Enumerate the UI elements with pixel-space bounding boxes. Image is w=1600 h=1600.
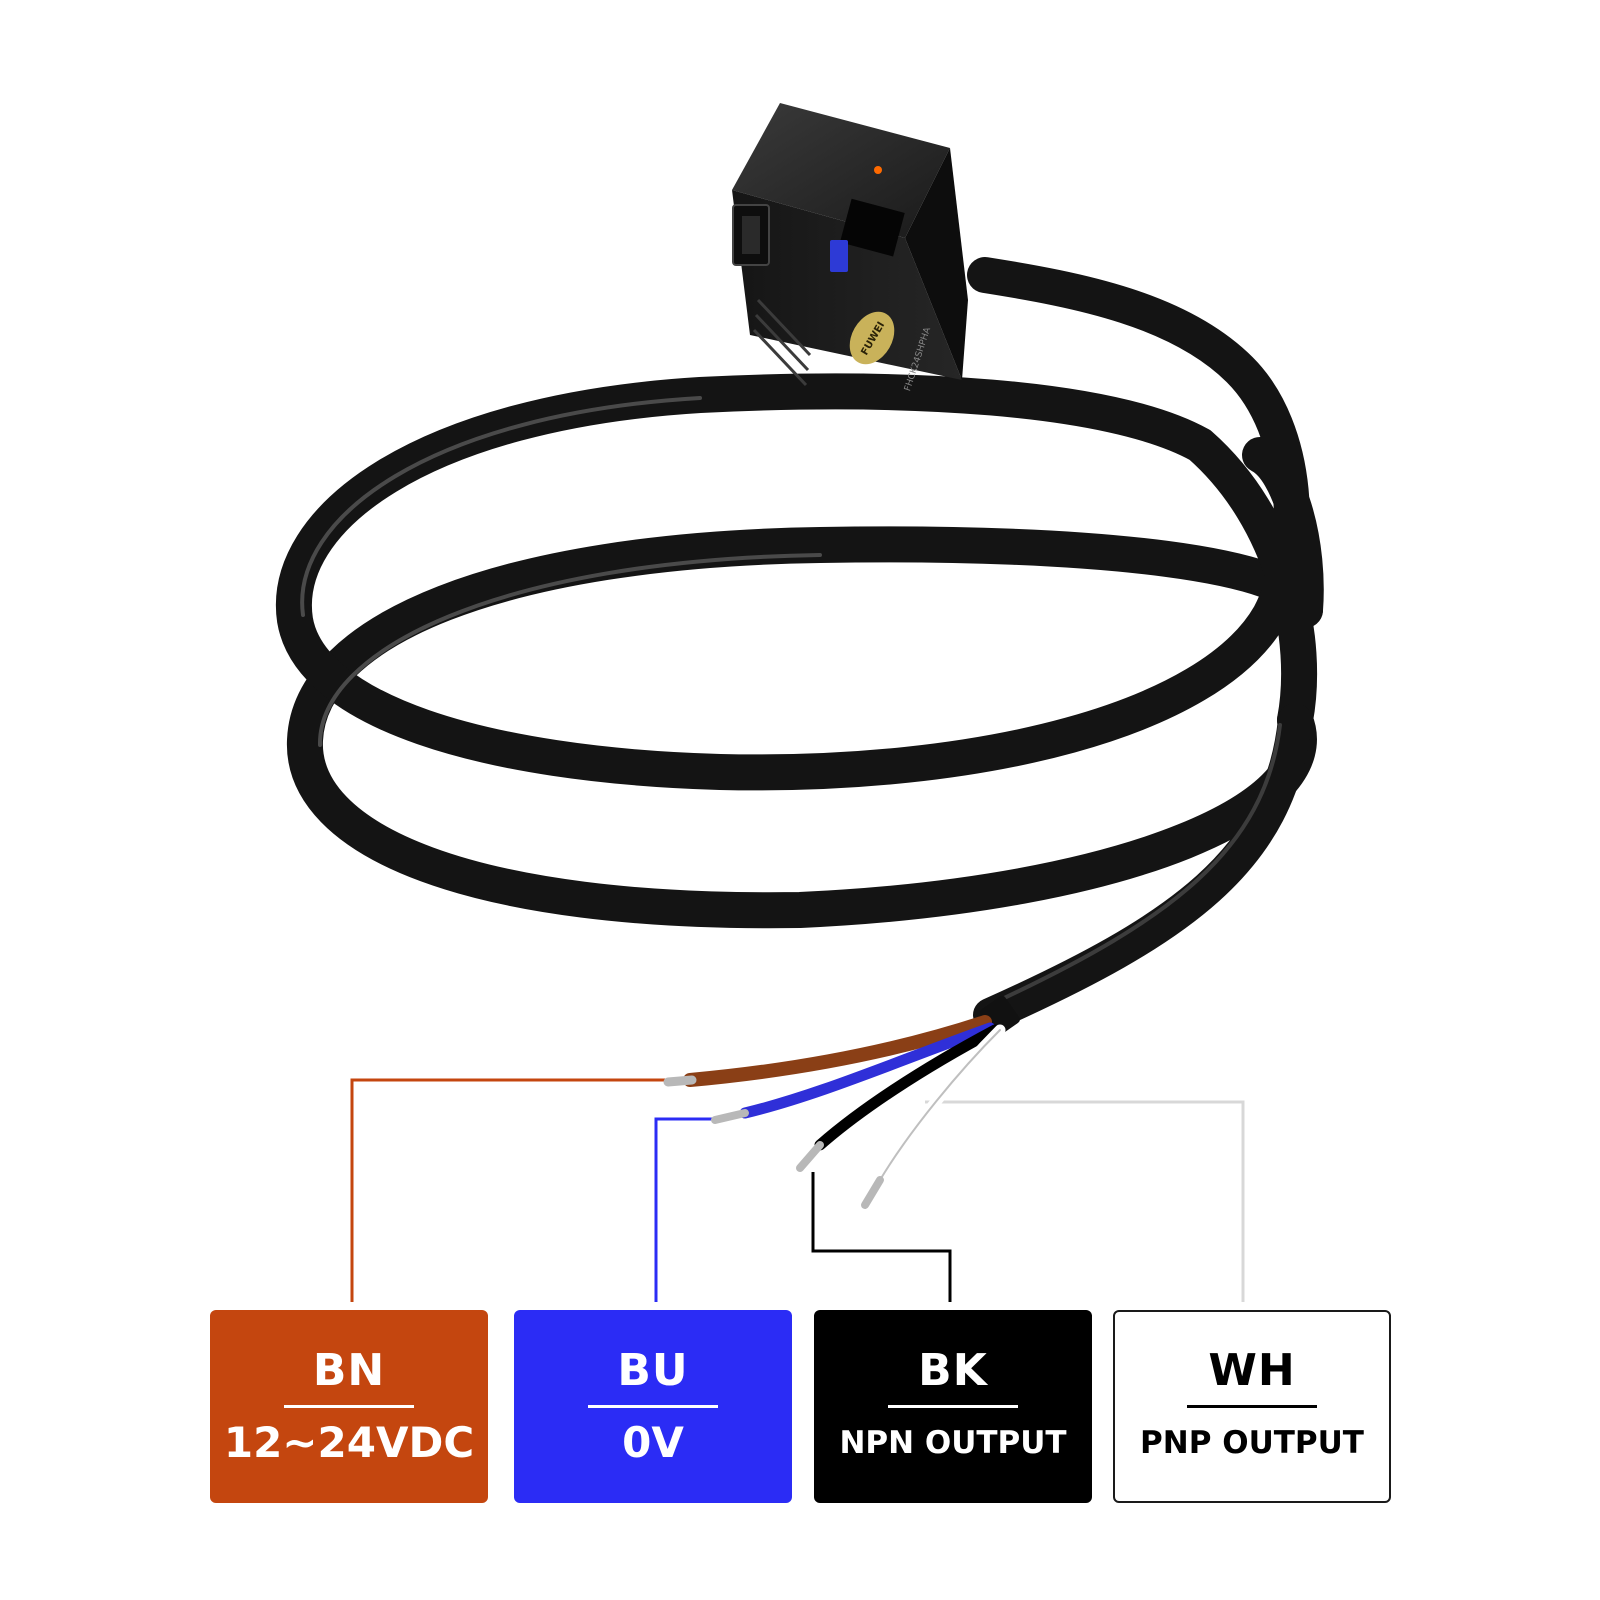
wire-brown bbox=[683, 1015, 992, 1087]
wire-code-bk: BK bbox=[918, 1345, 988, 1396]
wire-tip-brown bbox=[663, 1075, 697, 1087]
cable-tail bbox=[973, 703, 1312, 1032]
label-divider bbox=[1187, 1405, 1317, 1408]
wire-description-bu: 0V bbox=[622, 1418, 684, 1467]
wire-code-bu: BU bbox=[617, 1345, 689, 1396]
leader-line-wh bbox=[925, 1100, 1245, 1302]
leader-line-bn bbox=[350, 1078, 665, 1302]
label-divider bbox=[588, 1405, 718, 1408]
conductors bbox=[683, 1015, 1006, 1186]
leader-line-bu bbox=[654, 1117, 712, 1302]
label-box-bk: BK NPN OUTPUT bbox=[814, 1310, 1092, 1503]
wire-description-bk: NPN OUTPUT bbox=[839, 1425, 1067, 1461]
wire-tip-blue bbox=[711, 1109, 749, 1124]
brand-tag bbox=[830, 240, 848, 272]
wire-blue bbox=[739, 1022, 996, 1119]
cable-coil-lower bbox=[286, 526, 1323, 929]
wire-code-bn: BN bbox=[312, 1345, 386, 1396]
leader-lines bbox=[350, 1078, 1245, 1302]
wire-tip-black bbox=[796, 1141, 824, 1172]
label-box-bn: BN 12~24VDC bbox=[210, 1310, 488, 1503]
wire-description-bn: 12~24VDC bbox=[223, 1418, 475, 1467]
wire-code-wh: WH bbox=[1208, 1345, 1296, 1396]
sensor-display bbox=[839, 198, 905, 257]
wire-tips bbox=[663, 1075, 884, 1209]
sensor-cable bbox=[275, 257, 1324, 1032]
label-divider bbox=[284, 1405, 414, 1408]
brand-emblem bbox=[849, 311, 895, 365]
label-divider bbox=[888, 1405, 1018, 1408]
leader-line-bk bbox=[811, 1172, 952, 1302]
wire-tip-white bbox=[861, 1176, 884, 1209]
sensor-body: FUWEI FHCK24SHPHA bbox=[732, 103, 968, 393]
label-box-bu: BU 0V bbox=[514, 1310, 792, 1503]
sensor-ridges bbox=[752, 298, 812, 387]
wire-description-wh: PNP OUTPUT bbox=[1140, 1425, 1364, 1461]
label-box-wh: WH PNP OUTPUT bbox=[1113, 1310, 1391, 1503]
wire-black bbox=[814, 1024, 1001, 1151]
led-indicator bbox=[874, 166, 882, 174]
cable-coil-upper bbox=[275, 257, 1324, 791]
